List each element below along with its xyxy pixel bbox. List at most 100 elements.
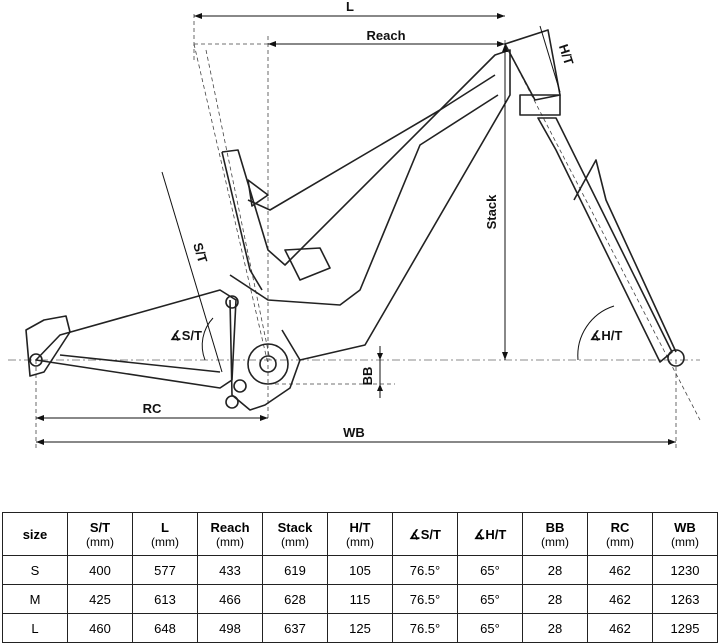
table-cell: 76.5°: [392, 555, 458, 585]
column-label: L: [161, 519, 169, 535]
size-cell: L: [2, 613, 68, 643]
column-label: ∡S/T: [409, 526, 441, 542]
column-unit: (mm): [606, 534, 634, 549]
headset-stem: [519, 94, 561, 116]
table-cell: 1230: [652, 555, 718, 585]
table-cell: 462: [587, 613, 653, 643]
stack-label: Stack: [484, 194, 499, 229]
ht-angle-label: ∡H/T: [590, 328, 623, 343]
table-cell: 637: [262, 613, 328, 643]
reach-label: Reach: [366, 28, 405, 43]
column-label: RC: [610, 519, 630, 535]
column-unit: (mm): [541, 534, 569, 549]
column-unit: (mm): [281, 534, 309, 549]
table-cell: 648: [132, 613, 198, 643]
table-cell: 65°: [457, 555, 523, 585]
table-cell: 65°: [457, 613, 523, 643]
table-cell: 105: [327, 555, 393, 585]
motor-housing: [229, 299, 301, 411]
st-angle-label: ∡S/T: [170, 328, 202, 343]
bottom-bracket-chainring: [247, 343, 289, 385]
table-cell: 125: [327, 613, 393, 643]
table-header-cell: BB(mm): [522, 512, 588, 556]
table-cell: 628: [262, 584, 328, 614]
table-cell: 115: [327, 584, 393, 614]
table-header-cell: ∡S/T: [392, 512, 458, 556]
bike-frame: [25, 29, 685, 411]
column-label: Stack: [277, 519, 313, 535]
table-header-cell: L(mm): [132, 512, 198, 556]
bb-label: BB: [360, 367, 375, 386]
table-cell: 1295: [652, 613, 718, 643]
table-header-cell: S/T(mm): [67, 512, 133, 556]
table-header-cell: ∡H/T: [457, 512, 523, 556]
geometry-diagram: L Reach H/T Stack S/T ∡S/T ∡H/T BB RC WB: [8, 0, 701, 448]
table-cell: 462: [587, 584, 653, 614]
column-label: Reach: [210, 519, 250, 535]
seat-tube-gusset: [247, 179, 269, 207]
column-label: S/T: [89, 519, 111, 535]
wb-label: WB: [343, 425, 365, 440]
table-cell: 76.5°: [392, 584, 458, 614]
table-cell: 460: [67, 613, 133, 643]
table-header-cell: RC(mm): [587, 512, 653, 556]
column-unit: (mm): [216, 534, 244, 549]
column-unit: (mm): [151, 534, 179, 549]
table-header-cell: H/T(mm): [327, 512, 393, 556]
table-cell: 466: [197, 584, 263, 614]
seat-tube-effective-line: [205, 49, 271, 361]
seat-tube: [221, 151, 263, 291]
rear-axle: [29, 353, 43, 367]
main-frame-outline: [221, 49, 511, 361]
table-cell: 28: [522, 555, 588, 585]
ht-dimension-line: [539, 25, 561, 93]
rc-label: RC: [143, 401, 162, 416]
table-cell: 577: [132, 555, 198, 585]
size-cell: M: [2, 584, 68, 614]
chainstay: [59, 354, 221, 373]
top-tube-inner: [247, 74, 496, 211]
rear-shock: [284, 247, 331, 281]
table-cell: 76.5°: [392, 613, 458, 643]
st-dimension-line: [161, 171, 223, 373]
table-header-cell: Stack(mm): [262, 512, 328, 556]
table-cell: 400: [67, 555, 133, 585]
table-header-cell: size: [2, 512, 68, 556]
table-cell: 28: [522, 584, 588, 614]
column-label: size: [22, 526, 48, 542]
rear-triangle: [35, 289, 237, 389]
pivot-bottom: [225, 395, 239, 409]
table-header-cell: WB(mm): [652, 512, 718, 556]
table-cell: 28: [522, 613, 588, 643]
fork-stanchion: [537, 117, 673, 363]
st-label: S/T: [190, 241, 210, 265]
size-cell: S: [2, 555, 68, 585]
st-angle-arc: [201, 317, 214, 361]
table-cell: 65°: [457, 584, 523, 614]
table-cell: 619: [262, 555, 328, 585]
ht-label: H/T: [556, 42, 577, 67]
down-tube-inner: [229, 94, 499, 306]
front-axle: [667, 349, 685, 367]
table-cell: 433: [197, 555, 263, 585]
table-cell: 462: [587, 555, 653, 585]
seat-tube-axis-line: [193, 43, 269, 365]
dropout: [25, 315, 71, 377]
column-unit: (mm): [671, 534, 699, 549]
column-label: WB: [674, 519, 696, 535]
column-label: H/T: [349, 519, 371, 535]
fork-lower: [573, 159, 677, 353]
column-unit: (mm): [346, 534, 374, 549]
column-label: ∡H/T: [473, 526, 507, 542]
table-cell: 1263: [652, 584, 718, 614]
ht-angle-arc: [577, 305, 615, 361]
table-cell: 425: [67, 584, 133, 614]
table-cell: 498: [197, 613, 263, 643]
pivot-lower: [233, 379, 247, 393]
table-header-cell: Reach(mm): [197, 512, 263, 556]
